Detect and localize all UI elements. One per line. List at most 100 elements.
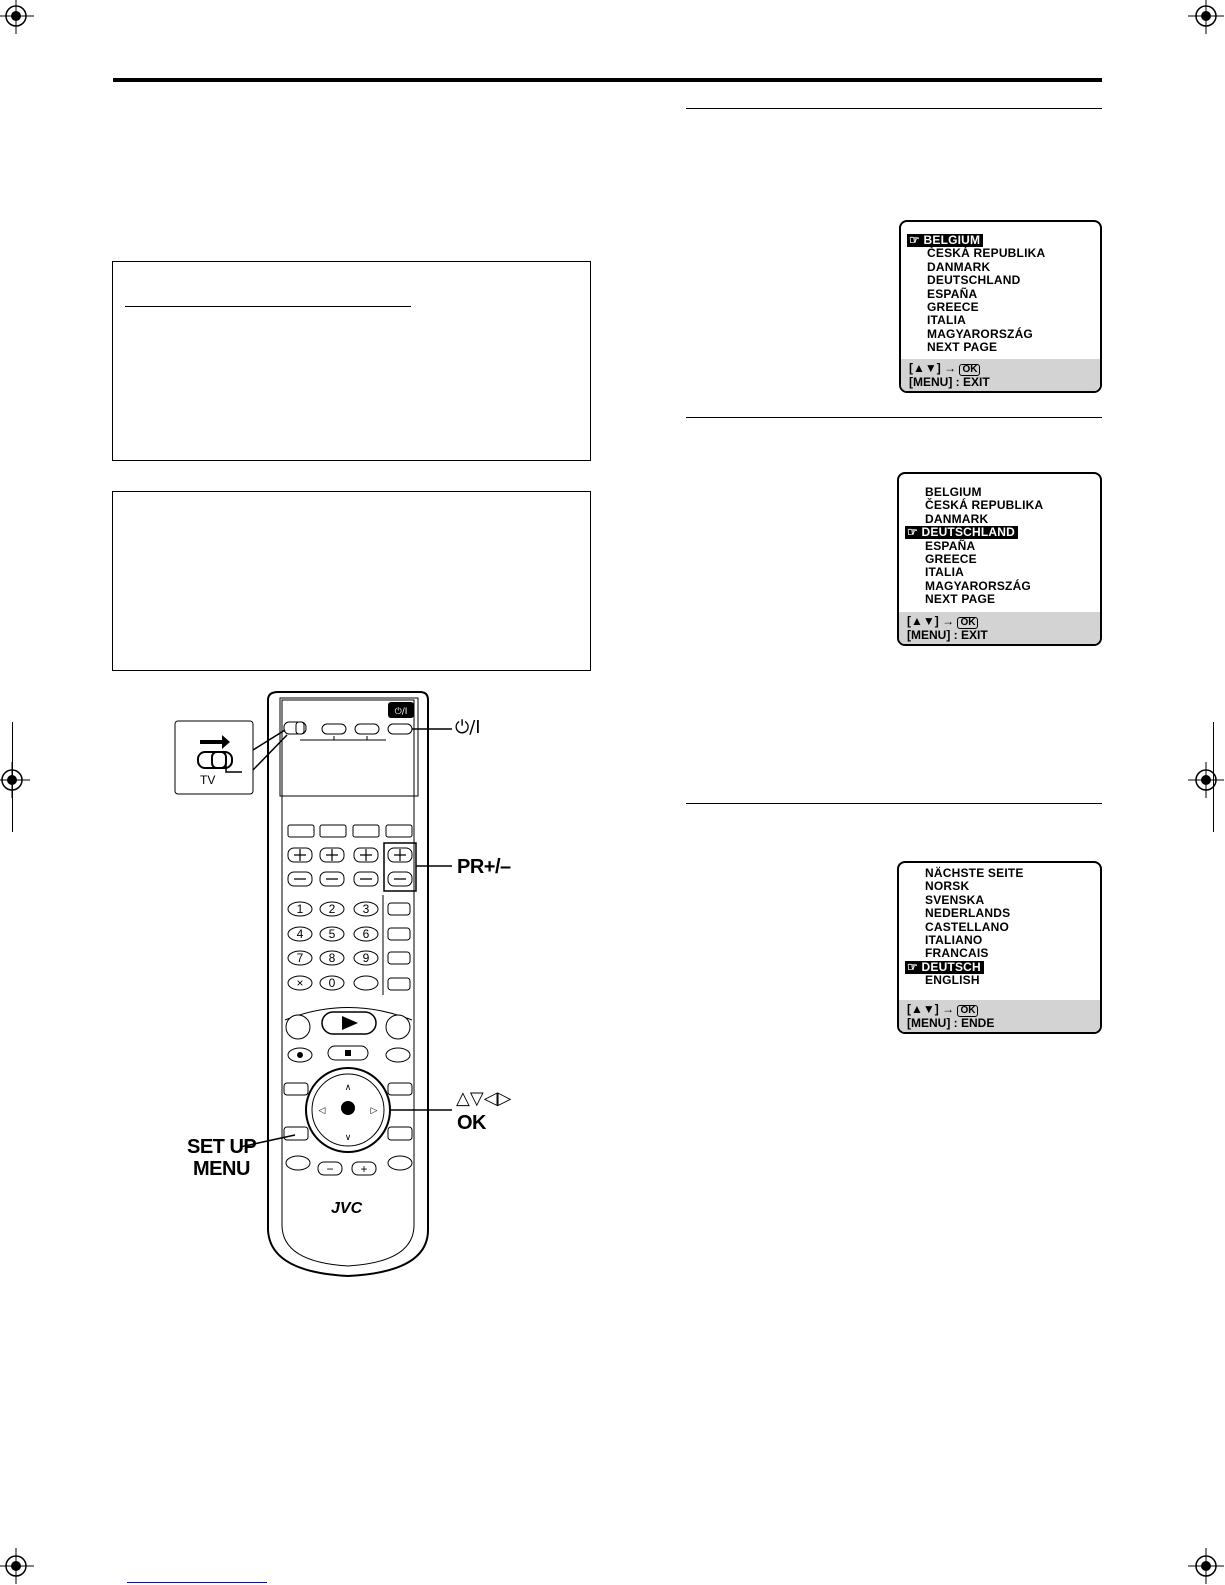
osd-item[interactable]: DEUTSCHLAND [927,273,1021,288]
osd-footer-keys: [▲▼] → [907,1002,955,1016]
svg-text:▷: ▷ [371,1105,378,1115]
svg-text:5: 5 [329,927,336,941]
svg-text:×: × [296,976,303,990]
ok-icon: OK [959,364,981,376]
osd-item[interactable]: ESPAÑA [927,286,978,301]
osd-item[interactable]: ITALIA [925,565,964,580]
osd-footer-keys: [▲▼] → [909,361,957,375]
osd-item-label: BELGIUM [923,233,981,247]
osd-footer: [▲▼] → OK [MENU] : EXIT [899,612,1100,644]
note-box-2 [112,491,591,671]
osd-item[interactable]: ITALIANO [925,932,983,947]
registration-mark-mid-right [1188,762,1224,798]
svg-text:◁: ◁ [319,1105,326,1115]
power-label: ⏻/I [455,717,481,738]
registration-mark-top-right [1188,0,1224,34]
osd-cursor-highlight: ☞ BELGIUM [907,233,984,247]
osd-item[interactable]: SVENSKA [925,892,985,907]
osd-item[interactable]: NORSK [925,879,970,894]
osd-item[interactable]: ČESKÁ REPUBLIKA [925,498,1044,513]
setup-label-line1: SET UP [187,1136,257,1158]
osd-item[interactable]: DANMARK [927,259,991,274]
osd-cursor-highlight: ☞ DEUTSCHLAND [905,525,1019,540]
osd-footer: [▲▼] → OK [MENU] : EXIT [901,359,1100,391]
ok-icon: OK [957,1005,979,1017]
section-rule-1 [686,108,1102,109]
svg-text:4: 4 [297,927,304,941]
pointer-hand-icon: ☞ [909,233,924,247]
osd-footer: [▲▼] → OK [MENU] : ENDE [899,1000,1100,1032]
ok-icon: OK [957,617,979,629]
svg-text:2: 2 [329,902,336,916]
brand-logo: JVC [331,1200,363,1217]
svg-text:7: 7 [297,951,304,965]
osd-cursor-highlight: ☞ DEUTSCH [905,959,984,974]
ok-label: OK [457,1112,487,1134]
osd-item[interactable]: NÄCHSTE SEITE [925,866,1024,880]
header-rule [113,78,1102,82]
remote-control-illustration: ⏻/I 1 2 3 4 5 6 7 8 9 × 0 [174,691,452,1278]
svg-text:9: 9 [363,951,370,965]
osd-item[interactable]: CASTELLANO [925,919,1009,934]
svg-text:⏻/I: ⏻/I [395,706,408,717]
osd-item[interactable]: NEDERLANDS [925,906,1011,921]
osd-item-selected[interactable]: ☞ BELGIUM [907,234,1094,247]
svg-text:6: 6 [363,927,370,941]
svg-text:∨: ∨ [345,1132,352,1142]
crop-line-left [12,722,13,832]
osd-item[interactable]: ESPAÑA [925,538,976,553]
ok-button [341,1101,355,1115]
osd-item[interactable]: DANMARK [925,511,989,526]
mode-button-1 [321,723,347,735]
svg-text:3: 3 [363,902,370,916]
osd-item[interactable]: GREECE [927,299,979,314]
osd-item[interactable]: ČESKÁ REPUBLIKA [927,246,1046,261]
svg-text:0: 0 [329,976,336,990]
pointer-hand-icon: ☞ [907,959,922,974]
osd-item-selected[interactable]: ☞ DEUTSCHLAND [905,525,1094,540]
osd-item[interactable]: ENGLISH [925,973,980,988]
osd-item[interactable]: MAGYARORSZÁG [927,326,1033,341]
osd-footer-keys: [▲▼] → [907,614,955,628]
registration-mark-bottom-right [1188,1548,1224,1584]
note-box-1 [112,261,591,461]
osd-footer-exit: [MENU] : EXIT [907,628,988,642]
setup-label-line2: MENU [193,1158,250,1180]
osd-item[interactable]: ITALIA [927,313,966,328]
osd-footer-exit: [MENU] : EXIT [909,375,990,389]
footer-link-underline [127,1582,267,1583]
mode-button-3 [387,723,413,735]
section-rule-2 [686,417,1102,418]
nav-arrows-label: △▽◁▷ [456,1088,512,1109]
svg-text:8: 8 [329,951,336,965]
pointer-hand-icon: ☞ [907,525,922,540]
note-box-1-underline [125,306,411,307]
tv-switch-label: TV [200,773,216,787]
osd-item[interactable]: FRANCAIS [925,946,989,961]
osd-item[interactable]: GREECE [925,551,977,566]
osd-item-label: DEUTSCH [921,959,981,974]
mode-button-2 [354,723,380,735]
svg-text:∧: ∧ [345,1082,352,1092]
osd-item[interactable]: MAGYARORSZÁG [925,578,1031,593]
osd-item[interactable]: BELGIUM [925,485,982,499]
osd-item[interactable]: NEXT PAGE [925,592,996,607]
crop-line-right [1213,722,1214,832]
svg-text:1: 1 [297,902,304,916]
registration-mark-top-left [0,0,34,34]
registration-mark-mid-left [0,762,30,798]
power-button [388,702,414,718]
registration-mark-bottom-left [0,1548,34,1584]
pr-label: PR+/– [457,856,511,878]
section-rule-3 [686,803,1102,804]
svg-text:+: + [360,1162,367,1176]
svg-text:−: − [326,1162,333,1176]
osd-item-selected[interactable]: ☞ DEUTSCH [905,959,1094,974]
osd-item[interactable]: NEXT PAGE [927,340,998,355]
